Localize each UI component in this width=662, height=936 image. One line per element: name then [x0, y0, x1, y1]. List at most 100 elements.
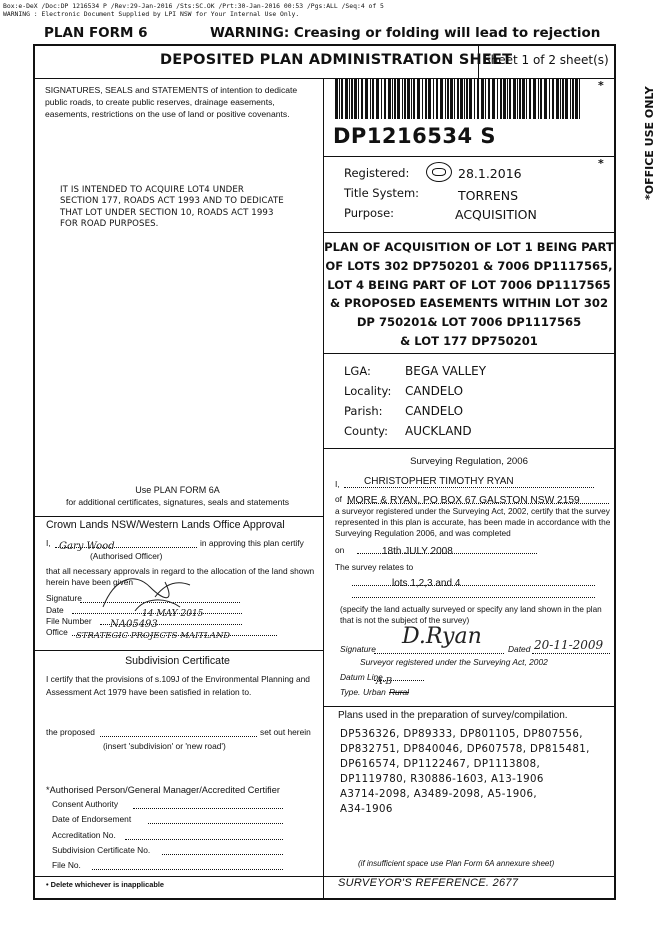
date-endorsement-field[interactable]: [148, 814, 283, 824]
surveyor-registered-text: Surveyor registered under the Surveying …: [360, 657, 548, 667]
barcode-bar: [575, 79, 578, 119]
sheet-title: DEPOSITED PLAN ADMINISTRATION SHEET: [160, 52, 513, 68]
plan-title-line: DP 750201& LOT 7006 DP1117565: [356, 315, 582, 330]
surveyor-address-field: MORE & RYAN, PO BOX 67 GALSTON NSW 2159: [347, 490, 609, 506]
barcode-bar: [529, 79, 531, 119]
plans-used-list: DP536326, DP89333, DP801105, DP807556, D…: [340, 727, 590, 817]
crown-officer-signature: Gary Wood: [59, 541, 115, 552]
datum-line-label: Datum Line: [340, 672, 383, 682]
locality-value: CANDELO: [405, 384, 464, 398]
crown-office-label: Office: [46, 627, 68, 637]
barcode-bar: [549, 79, 550, 119]
barcode-bar: [466, 79, 468, 119]
header-meta-line2: WARNING : Electronic Document Supplied b…: [3, 10, 300, 18]
surveying-regulation-title: Surveying Regulation, 2006: [410, 456, 528, 467]
barcode-bar: [556, 79, 559, 119]
barcode-bar: [358, 79, 359, 119]
barcode-bar: [417, 79, 420, 119]
crown-date-label: Date: [46, 605, 64, 615]
barcode-bar: [522, 79, 525, 119]
survey-lots-extra-line: [352, 590, 595, 598]
barcode-bar: [488, 79, 490, 119]
surveyor-on: on: [335, 545, 345, 555]
crown-file-label: File Number: [46, 616, 92, 626]
barcode-bar: [517, 79, 518, 119]
parish-value: CANDELO: [405, 404, 464, 418]
proposed-field[interactable]: [100, 727, 257, 737]
barcode-bar: [445, 79, 446, 119]
use-form-6a-sub: for additional certificates, signatures,…: [65, 497, 290, 507]
accreditation-field[interactable]: [125, 830, 283, 840]
date-endorsement-label: Date of Endorsement: [52, 814, 132, 824]
crown-date-field: 14 MAY 2015: [72, 603, 242, 619]
subdivision-title: Subdivision Certificate: [125, 655, 230, 667]
crown-approving-text: in approving this plan certify: [200, 538, 304, 548]
barcode-bar: [392, 79, 393, 119]
authorised-person-label: *Authorised Person/General Manager/Accre…: [46, 785, 280, 795]
specify-note: (specify the land actually surveyed or s…: [340, 605, 602, 625]
subdivision-cert-no-label: Subdivision Certificate No.: [52, 845, 151, 855]
asterisk-mark-registered: *: [598, 157, 604, 170]
dated-value: 20-11-2009: [534, 638, 604, 652]
subdivision-cert-no-field[interactable]: [162, 845, 283, 855]
barcode-bar: [354, 79, 357, 119]
purpose-label: Purpose:: [344, 206, 395, 220]
file-no-label: File No.: [52, 860, 81, 870]
barcode-bar: [560, 79, 561, 119]
plans-used-line: DP536326, DP89333, DP801105, DP807556,: [340, 729, 583, 740]
signatures-note: SIGNATURES, SEALS and STATEMENTS of inte…: [45, 85, 298, 119]
plans-used-line: DP616574, DP1122467, DP1113808,: [340, 759, 541, 770]
crown-file-value: NA05493: [110, 619, 158, 630]
consent-authority-field[interactable]: [133, 799, 283, 809]
plans-used-line: A3714-2098, A3489-2098, A5-1906,: [340, 789, 538, 800]
crown-office-value: STRATEGIC PROJECTS MAITLAND: [76, 631, 231, 641]
surveyor-signature-field: [374, 644, 504, 654]
barcode-bar: [503, 79, 506, 119]
crown-lands-title: Crown Lands NSW/Western Lands Office App…: [46, 519, 285, 531]
crown-officer-field: Gary Wood: [55, 536, 197, 552]
barcode-bar: [381, 79, 382, 119]
barcode-bar: [433, 79, 434, 119]
survey-lots: lots 1,2,3 and 4: [392, 578, 461, 589]
barcode-bar: [394, 79, 396, 119]
plan-title-line: PLAN OF ACQUISITION OF LOT 1 BEING PART: [324, 240, 614, 254]
plan-title-line: & PROPOSED EASEMENTS WITHIN LOT 302: [329, 296, 609, 311]
header-meta-line1: Box:e-DeX /Doc:DP 1216534 P /Rev:29-Jan-…: [3, 2, 384, 10]
barcode-bar: [376, 79, 379, 119]
asterisk-mark-top: *: [598, 79, 604, 92]
surveyor-address: MORE & RYAN, PO BOX 67 GALSTON NSW 2159: [347, 495, 580, 506]
barcode-bar: [436, 79, 438, 119]
barcode-bar: [474, 79, 475, 119]
barcode-bar: [533, 79, 536, 119]
barcode-bar: [457, 79, 459, 119]
file-no-field[interactable]: [92, 860, 283, 870]
barcode-bar: [538, 79, 539, 119]
dated-label: Dated: [508, 644, 531, 654]
barcode-bar: [507, 79, 508, 119]
registered-label: Registered:: [344, 166, 410, 180]
datum-line-field: A-B: [374, 671, 424, 687]
sheet-frame: [33, 44, 616, 900]
survey-lots-field: lots 1,2,3 and 4: [352, 573, 595, 589]
barcode-bar: [413, 79, 415, 119]
purpose-value: ACQUISITION: [455, 207, 537, 222]
proposed-label: the proposed: [46, 727, 95, 737]
barcode-bar: [428, 79, 431, 119]
set-out-label: set out herein: [260, 727, 311, 737]
plan-title-line: LOT 4 BEING PART OF LOT 7006 DP1117565: [327, 277, 611, 292]
crown-file-field: NA05493: [100, 614, 242, 630]
barcode-bar: [509, 79, 511, 119]
barcode-bar: [454, 79, 455, 119]
type-urban: Urban: [363, 687, 386, 697]
barcode-bar: [349, 79, 350, 119]
datum-line-value: A-B: [376, 677, 393, 687]
plans-used-title: Plans used in the preparation of survey/…: [338, 710, 568, 721]
crown-office-field: STRATEGIC PROJECTS MAITLAND: [72, 625, 277, 641]
plans-used-line: A34-1906: [340, 804, 393, 815]
barcode-bar: [407, 79, 410, 119]
surveyor-i: I,: [335, 479, 340, 489]
barcode-bar: [513, 79, 516, 119]
crown-certify-text: that all necessary approvals in regard t…: [46, 566, 315, 587]
barcode-bar: [402, 79, 403, 119]
crown-signature-label: Signature: [46, 593, 82, 603]
